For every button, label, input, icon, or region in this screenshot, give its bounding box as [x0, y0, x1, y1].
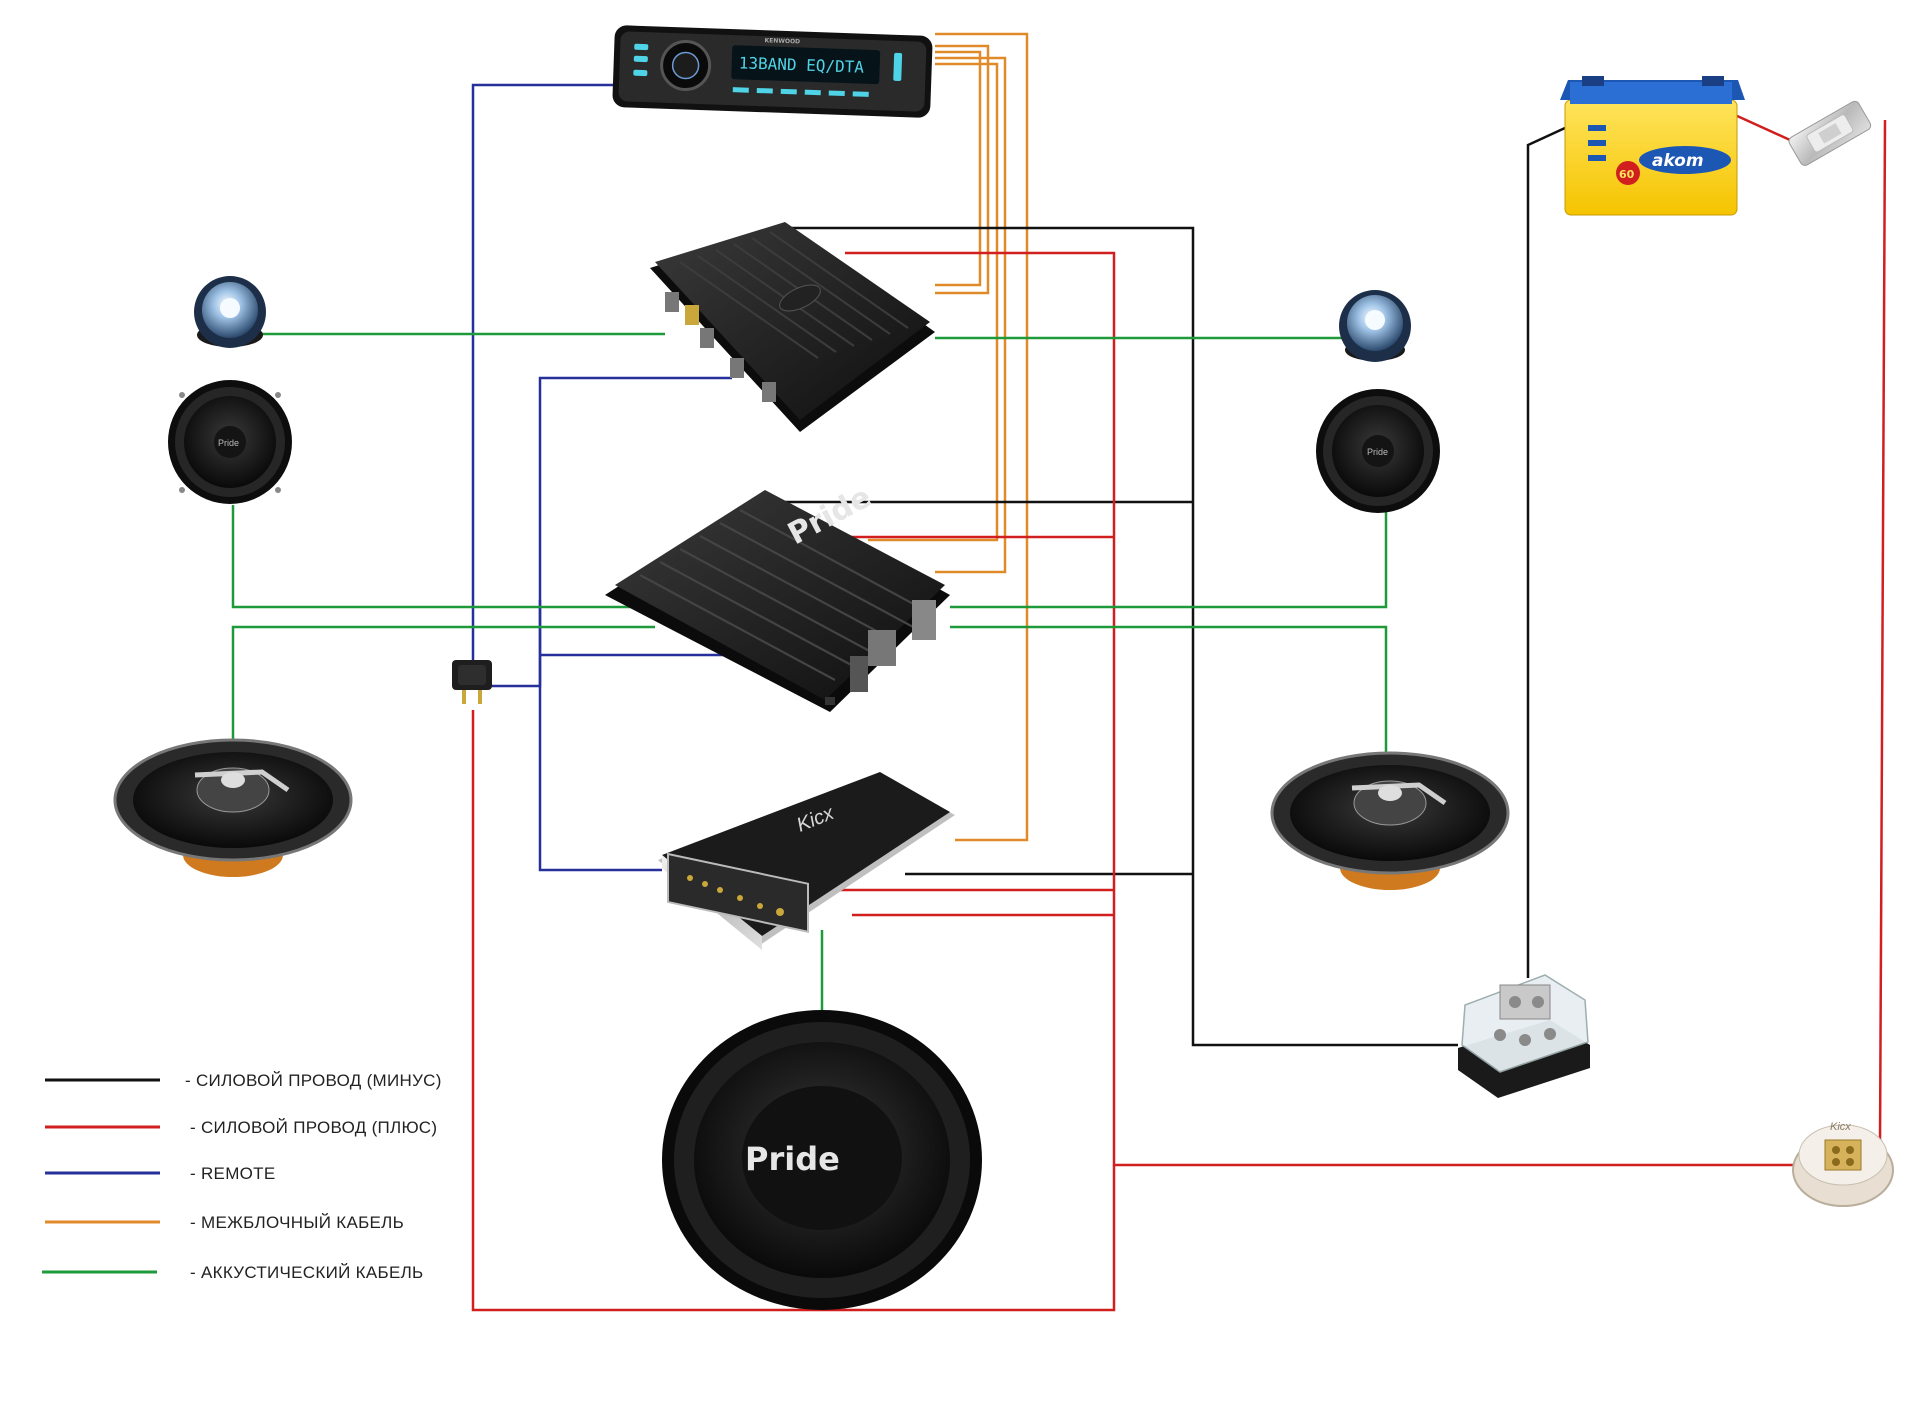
head-unit-display [731, 45, 881, 85]
plus-amp1 [845, 251, 1800, 1167]
acoustic-left-coax [231, 625, 655, 755]
legend-label-interconnect: - МЕЖБЛОЧНЫЙ КАБЕЛЬ [190, 1213, 404, 1232]
midrange-right: Pride [1316, 389, 1440, 513]
interconnect-head-to-kicx [935, 32, 1029, 842]
interconnect-head-to-pride [935, 56, 1007, 574]
legend-label-acoustic: - АККУСТИЧЕСКИЙ КАБЕЛЬ [190, 1263, 424, 1282]
minus-distributor-to-battery [1526, 126, 1566, 978]
amplifier-pride: Pride [605, 479, 950, 712]
subwoofer-brand: Pride [745, 1140, 840, 1178]
relay [452, 660, 492, 704]
wires [231, 32, 1887, 1312]
head-unit-display-text: 13BAND EQ/DTA [738, 53, 864, 76]
plus-wires [471, 113, 1887, 1312]
tweeter-right [1339, 290, 1411, 362]
remote-wires [471, 83, 732, 872]
head-unit-brand: KENWOOD [764, 37, 800, 45]
acoustic-cables [231, 332, 1388, 1022]
head-unit: 13BAND EQ/DTA KENWOOD [612, 25, 933, 118]
acoustic-right-coax [950, 625, 1388, 770]
minus-amp1 [785, 226, 1458, 1047]
interconnect-cables [868, 32, 1029, 842]
amplifier-kicx: Kicx [658, 772, 955, 950]
coaxial-right [1270, 751, 1510, 890]
subwoofer: Pride [662, 1010, 982, 1310]
distributor-minus [1458, 974, 1590, 1098]
acoustic-right-mid [950, 512, 1388, 609]
battery: akom 60 [1560, 76, 1745, 216]
battery-brand: akom [1652, 151, 1704, 171]
legend: - СИЛОВОЙ ПРОВОД (МИНУС) - СИЛОВОЙ ПРОВО… [42, 1071, 442, 1282]
midrange-right-brand: Pride [1367, 447, 1388, 457]
legend-label-remote: - REMOTE [190, 1164, 276, 1183]
amplifier-kicx-panel [667, 852, 809, 933]
acoustic-left-mid [231, 505, 650, 609]
interconnect-head-to-amp1 [935, 44, 990, 295]
battery-capacity: 60 [1619, 168, 1635, 181]
midrange-left-brand: Pride [218, 438, 239, 448]
midrange-left: Pride [168, 380, 292, 504]
remote-relay-to-amps [485, 376, 732, 688]
distributor-plus-brand: Kicx [1830, 1121, 1851, 1133]
interconnect-head-to-amp1b [935, 50, 982, 287]
legend-label-plus: - СИЛОВОЙ ПРОВОД (ПЛЮС) [190, 1118, 437, 1137]
tweeter-left [194, 276, 266, 348]
amplifier-pride-terminals [850, 600, 936, 692]
amplifier-4ch [650, 222, 935, 432]
remote-relay-to-kicx [538, 600, 662, 872]
plus-battery-to-fuse [1734, 113, 1791, 142]
minus-wires [770, 126, 1566, 1047]
plus-relay-loop [471, 710, 1116, 1312]
legend-label-minus: - СИЛОВОЙ ПРОВОД (МИНУС) [185, 1071, 442, 1090]
coaxial-left [113, 738, 353, 877]
interconnect-head-to-pride-b [868, 62, 999, 542]
fuse-holder [1788, 100, 1872, 166]
plus-fuse-to-distributor [1878, 119, 1887, 1146]
amplifier-4ch-terminals [665, 292, 776, 402]
distributor-plus: Kicx [1792, 1121, 1894, 1207]
remote-head-to-relay [471, 83, 615, 665]
